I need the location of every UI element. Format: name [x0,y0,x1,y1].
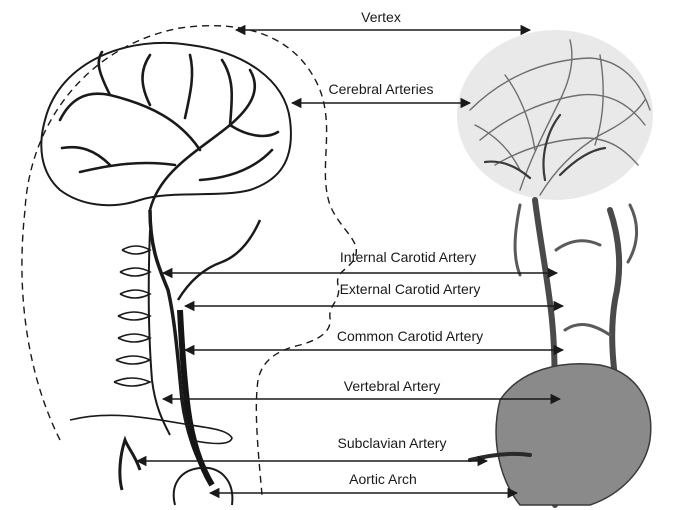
brain-outline [41,43,291,205]
common-carotid-vessel [180,310,212,485]
clavicle [70,415,232,443]
label-common-carotid: Common Carotid Artery [337,328,483,344]
labels: Vertex Cerebral Arteries Internal Caroti… [328,9,483,487]
label-external-carotid: External Carotid Artery [340,281,481,297]
label-cerebral-arteries: Cerebral Arteries [328,81,433,97]
label-vertebral: Vertebral Artery [344,378,441,394]
external-carotid-vessel [178,220,260,300]
label-aortic-arch: Aortic Arch [349,471,417,487]
angiography-image [457,30,653,505]
angio-arch-mass [496,364,651,505]
label-subclavian: Subclavian Artery [338,435,447,451]
cervical-spine [114,246,150,386]
brain-vessels [60,52,278,210]
head-illustration [22,26,356,505]
label-vertex: Vertex [361,9,401,25]
label-internal-carotid: Internal Carotid Artery [340,249,476,265]
vertebral-vessel [149,230,170,435]
subclavian-vessel [120,440,140,490]
